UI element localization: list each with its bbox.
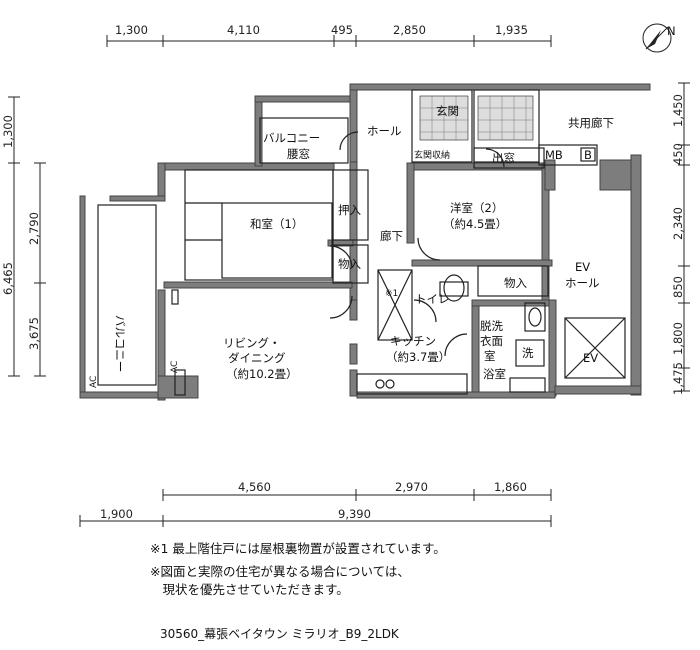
room-sen: 洗 [522,346,534,360]
dim-top-4: 2,850 [393,23,426,37]
room-toilet: トイレ [415,292,450,306]
room-youshitsu-size: （約4.5畳） [443,217,507,231]
room-living-2: ダイニング [228,351,286,365]
dim-bottom-1: 4,560 [238,480,271,494]
room-hall: ホール [367,124,402,138]
note-line-3: 現状を優先させていただきます。 [150,582,349,597]
room-senmen-2: 衣面 [480,334,503,348]
dim-right-1: 1,450 [671,94,685,127]
dim-top-1: 1,300 [115,23,148,37]
dim-left-2: 2,790 [27,212,41,245]
dim-right-2: 450 [671,143,685,165]
room-corridor: 廊下 [380,229,403,243]
dim-right-5: 1,800 [671,322,685,355]
room-mark1: ※1 [385,289,398,299]
dim-bottom-3: 1,860 [494,480,527,494]
room-senmen-3: 室 [484,349,496,363]
room-ac-2: AC [89,376,99,388]
room-mb: MB [545,148,563,162]
room-balcony-window-sub: 腰窓 [287,147,310,161]
north-label: N [667,24,676,38]
room-window: 出窓 [492,151,515,165]
dim-left-outer: 6,465 [1,262,15,295]
room-balcony: バルコニー [113,315,127,372]
room-living-size: （約10.2畳） [226,367,298,381]
room-balcony-window: バルコニー [263,131,320,145]
dim-top-2: 4,110 [227,23,260,37]
reference-label: 30560_幕張ベイタウン ミラリオ_B9_2LDK [160,627,399,641]
room-monoire-1: 物入 [338,257,361,271]
dim-left-3: 3,675 [27,317,41,350]
dim-bottom-2: 2,970 [395,480,428,494]
room-youshitsu: 洋室（2） [450,201,503,215]
dim-right-6: 1,475 [671,362,685,395]
room-ev-hall: EV [575,260,590,274]
room-entrance: 玄関 [436,104,459,118]
dim-right-3: 2,340 [671,207,685,240]
dim-bottom-5: 9,390 [338,507,371,521]
room-monoire-2: 物入 [504,276,527,290]
room-living: リビング・ [223,336,281,350]
note-line-2: ※図面と実際の住宅が異なる場合については、 [150,564,410,579]
room-ev: EV [583,351,598,365]
room-kitchen-size: （約3.7畳） [386,350,450,364]
room-bath: 浴室 [483,367,506,381]
room-shoe-storage: 玄関収納 [414,149,450,161]
dim-bottom-4: 1,900 [100,507,133,521]
dim-top-5: 1,935 [495,23,528,37]
room-senmen-1: 脱洗 [480,319,503,333]
room-common-corridor: 共用廊下 [568,116,614,130]
room-ev-hall-sub: ホール [565,276,600,290]
room-ac-1: AC [170,361,180,373]
room-kitchen: キッチン [390,334,436,348]
dim-top-3: 495 [331,23,353,37]
room-washitsu: 和室（1） [250,217,303,231]
room-oshiire: 押入 [338,203,361,217]
dim-right-4: 850 [671,276,685,298]
note-line-1: ※1 最上階住戸には屋根裏物置が設置されています。 [150,541,446,556]
room-mb-b: B [584,148,592,162]
dim-left-1: 1,300 [1,115,15,148]
